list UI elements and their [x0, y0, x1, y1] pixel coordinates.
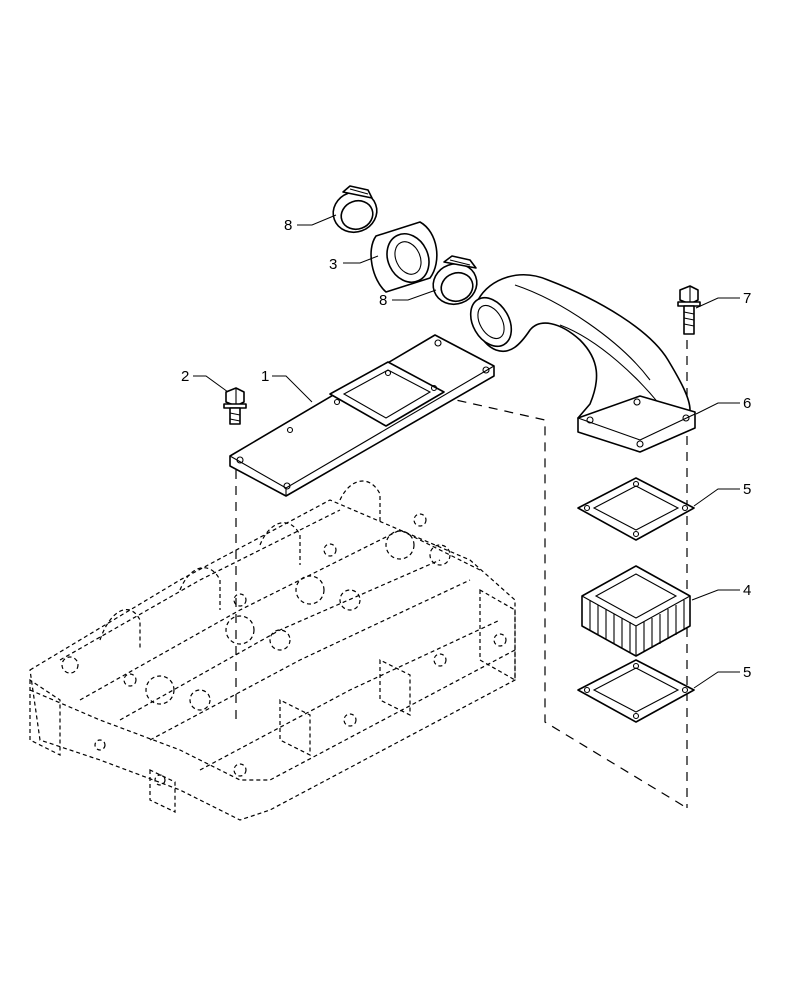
leader-1 [272, 375, 313, 403]
leader-2 [193, 375, 229, 393]
callout-5-upper: 5 [743, 481, 751, 498]
leader-5-upper [693, 488, 740, 507]
part-8-lower-hose-clamp [432, 255, 478, 306]
part-5-lower-gasket [577, 659, 695, 723]
part-3-hose-sleeve [370, 221, 438, 293]
callout-3: 3 [329, 256, 337, 273]
part-4-intake-heater [581, 565, 691, 657]
callout-7: 7 [743, 290, 751, 307]
leader-3 [343, 255, 379, 264]
leader-6 [695, 402, 740, 415]
leader-8-lower [392, 289, 437, 301]
callout-6: 6 [743, 395, 751, 412]
callout-8-upper: 8 [284, 217, 292, 234]
part-7-bolt [677, 285, 701, 335]
callout-8-lower: 8 [379, 292, 387, 309]
part-8-upper-hose-clamp [332, 185, 378, 234]
leader-7 [695, 297, 740, 309]
leader-8-upper [297, 214, 337, 226]
cylinder-head-reference [29, 480, 516, 821]
part-1-cover-plate [229, 334, 495, 497]
leader-lines [193, 214, 740, 689]
leader-4 [691, 589, 740, 601]
callout-4: 4 [743, 582, 751, 599]
heater-fins [589, 600, 685, 652]
callout-1: 1 [261, 368, 269, 385]
part-6-intake-elbow [469, 274, 696, 453]
part-2-bolt [223, 387, 247, 425]
leader-5-lower [693, 671, 740, 689]
callout-5-lower: 5 [743, 664, 751, 681]
callouts: 8 3 8 2 1 7 6 5 4 5 [181, 217, 751, 681]
callout-2: 2 [181, 368, 189, 385]
part-5-upper-gasket [577, 477, 695, 541]
